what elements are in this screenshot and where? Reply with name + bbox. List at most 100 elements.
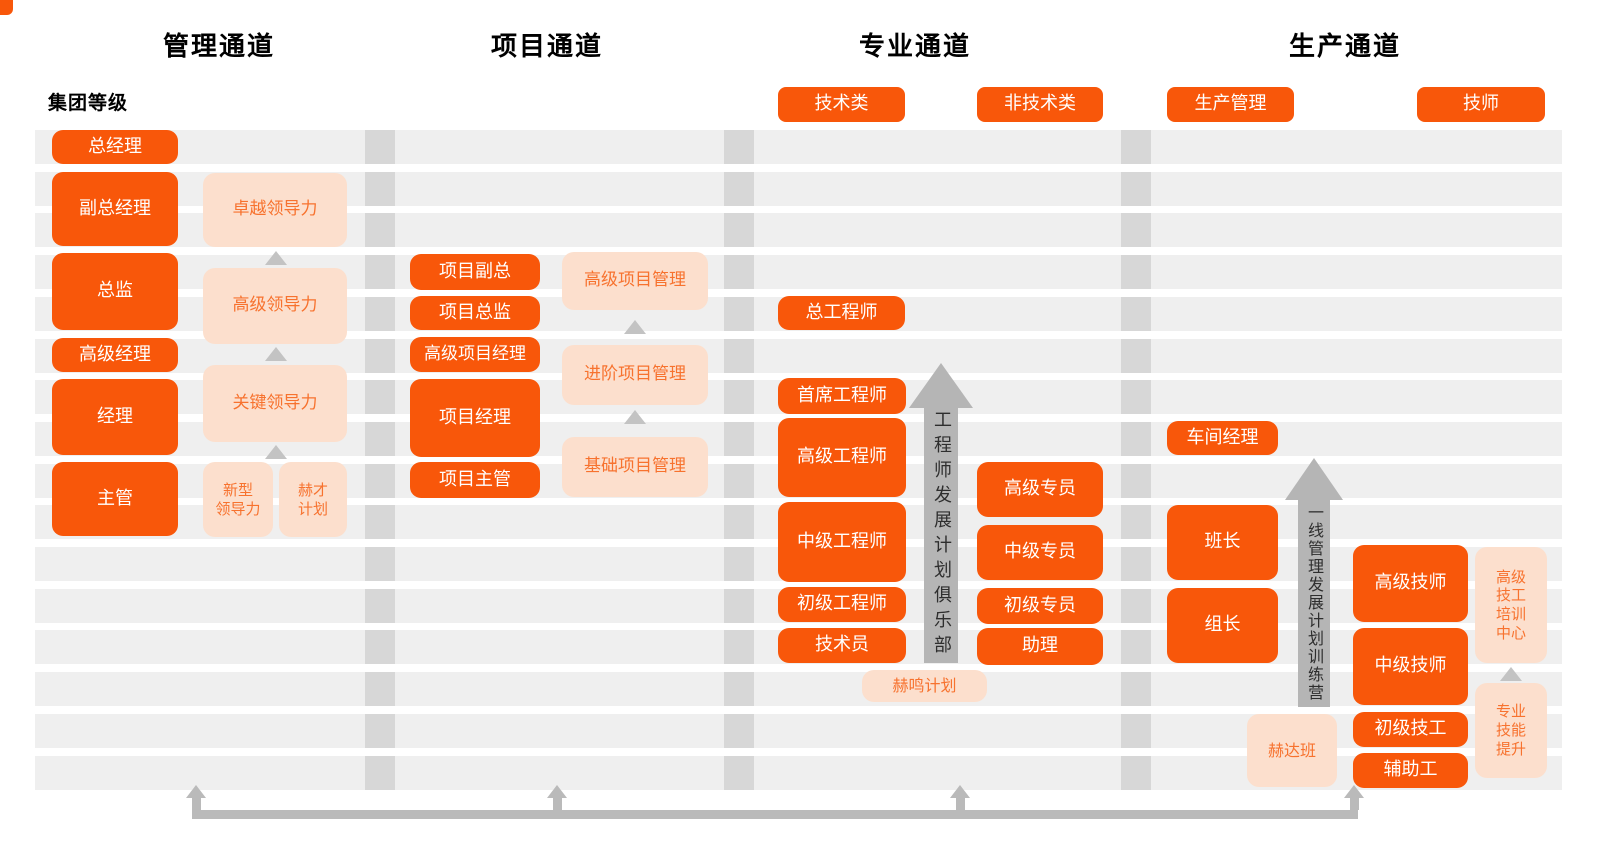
channel-divider-segment — [1121, 505, 1151, 540]
job-box-junior-skilled-worker: 初级技工 — [1353, 712, 1468, 747]
job-box-assistant: 助理 — [977, 628, 1103, 665]
channel-divider-segment — [1121, 463, 1151, 498]
job-box-manager: 经理 — [52, 379, 178, 455]
channel-connector-riser — [955, 798, 965, 810]
program-box-excellence-leadership: 卓越领导力 — [203, 173, 347, 247]
channel-divider-segment — [724, 296, 754, 331]
channel-divider-segment — [1121, 421, 1151, 456]
channel-divider-segment — [724, 672, 754, 707]
job-box-senior-project-manager: 高级项目经理 — [410, 337, 540, 372]
job-box-principal-engineer: 首席工程师 — [778, 378, 906, 414]
channel-divider-segment — [365, 463, 395, 498]
channel-connector-riser — [191, 798, 201, 810]
up-arrow-icon — [624, 410, 646, 424]
program-box-heda-class: 赫达班 — [1247, 714, 1337, 787]
up-arrow-icon — [265, 347, 287, 361]
channel-divider-segment — [365, 505, 395, 540]
engineer-development-club-arrow-stem: 工程师发展计划俱乐部 — [924, 407, 958, 663]
job-box-general-manager: 总经理 — [52, 130, 178, 164]
program-box-key-leadership: 关键领导力 — [203, 365, 347, 442]
channel-divider-segment — [365, 296, 395, 331]
job-box-senior-specialist: 高级专员 — [977, 462, 1103, 517]
channel-divider-segment — [365, 338, 395, 373]
job-box-technician: 技术员 — [778, 628, 906, 663]
job-box-auxiliary-worker: 辅助工 — [1353, 753, 1468, 788]
category-pill-production-management: 生产管理 — [1167, 87, 1294, 122]
job-box-team-leader: 组长 — [1167, 588, 1278, 663]
job-box-intermediate-engineer: 中级工程师 — [778, 502, 906, 582]
channel-divider-segment — [1121, 672, 1151, 707]
channel-divider-segment — [1121, 296, 1151, 331]
channel-connector-line — [192, 810, 1358, 819]
channel-divider-segment — [724, 130, 754, 164]
job-box-supervisor: 主管 — [52, 462, 178, 536]
channel-divider-segment — [365, 630, 395, 665]
channel-divider-segment — [724, 713, 754, 748]
channel-title-management: 管理通道 — [162, 32, 275, 62]
channel-divider-segment — [724, 421, 754, 456]
channel-divider-segment — [724, 547, 754, 581]
channel-divider-segment — [724, 588, 754, 623]
frontline-management-camp-arrowhead-icon — [1285, 458, 1343, 500]
channel-divider-segment — [724, 338, 754, 373]
channel-divider-segment — [365, 213, 395, 248]
channel-divider-segment — [365, 755, 395, 790]
channel-divider-segment — [1121, 255, 1151, 290]
job-box-project-director: 项目总监 — [410, 296, 540, 330]
channel-title-project: 项目通道 — [490, 32, 603, 62]
category-pill-non-technical: 非技术类 — [977, 87, 1103, 122]
channel-divider-segment — [365, 547, 395, 581]
channel-divider-segment — [1121, 630, 1151, 665]
frontline-management-camp-arrow-stem: 一线管理发展计划训练营 — [1298, 499, 1330, 707]
program-box-heming-plan: 赫鸣计划 — [862, 670, 987, 702]
level-row-stripe — [35, 130, 1562, 164]
job-box-senior-engineer: 高级工程师 — [778, 418, 906, 497]
channel-divider-segment — [365, 713, 395, 748]
job-box-workshop-manager: 车间经理 — [1167, 421, 1278, 455]
channel-divider-segment — [724, 755, 754, 790]
channel-divider-segment — [1121, 171, 1151, 206]
channel-divider-segment — [724, 255, 754, 290]
channel-divider-segment — [365, 421, 395, 456]
channel-divider-segment — [724, 463, 754, 498]
group-level-label: 集团等级 — [48, 92, 129, 114]
channel-divider-segment — [1121, 588, 1151, 623]
channel-divider-segment — [365, 672, 395, 707]
job-box-project-vp: 项目副总 — [410, 254, 540, 290]
channel-divider-segment — [724, 213, 754, 248]
up-arrow-icon — [1500, 667, 1522, 681]
up-arrow-icon — [265, 445, 287, 459]
channel-title-professional: 专业通道 — [858, 32, 971, 62]
channel-divider-segment — [724, 380, 754, 415]
level-row-stripe — [35, 672, 1562, 707]
job-box-intermediate-technician: 中级技师 — [1353, 628, 1468, 705]
channel-divider-segment — [365, 171, 395, 206]
channel-connector-riser — [552, 798, 562, 810]
job-box-director: 总监 — [52, 253, 178, 330]
program-box-basic-project-management: 基础项目管理 — [562, 437, 708, 497]
channel-divider-segment — [1121, 713, 1151, 748]
job-box-senior-technician: 高级技师 — [1353, 545, 1468, 622]
channel-divider-segment — [1121, 213, 1151, 248]
frontline-management-camp-label: 一线管理发展计划训练营 — [1305, 504, 1324, 702]
channel-connector-arrow-icon — [186, 785, 206, 798]
category-pill-technical: 技术类 — [778, 87, 905, 122]
job-box-senior-manager: 高级经理 — [52, 338, 178, 372]
channel-divider-segment — [365, 380, 395, 415]
channel-divider-segment — [1121, 755, 1151, 790]
program-box-intermediate-project-management: 进阶项目管理 — [562, 345, 708, 405]
program-box-professional-skill-improvement: 专业 技能 提升 — [1475, 683, 1547, 778]
channel-title-production: 生产通道 — [1288, 32, 1401, 62]
channel-divider-segment — [365, 130, 395, 164]
channel-divider-segment — [1121, 338, 1151, 373]
program-box-senior-skilled-training-center: 高级 技工 培训 中心 — [1475, 547, 1547, 663]
engineer-development-club-arrowhead-icon — [909, 363, 973, 408]
channel-divider-segment — [365, 588, 395, 623]
channel-connector-arrow-icon — [547, 785, 567, 798]
program-box-new-leadership: 新型 领导力 — [203, 462, 273, 537]
channel-connector-riser — [1349, 798, 1359, 810]
channel-divider-segment — [1121, 130, 1151, 164]
job-box-chief-engineer: 总工程师 — [778, 296, 905, 330]
program-box-hecai-plan: 赫才 计划 — [279, 462, 347, 537]
